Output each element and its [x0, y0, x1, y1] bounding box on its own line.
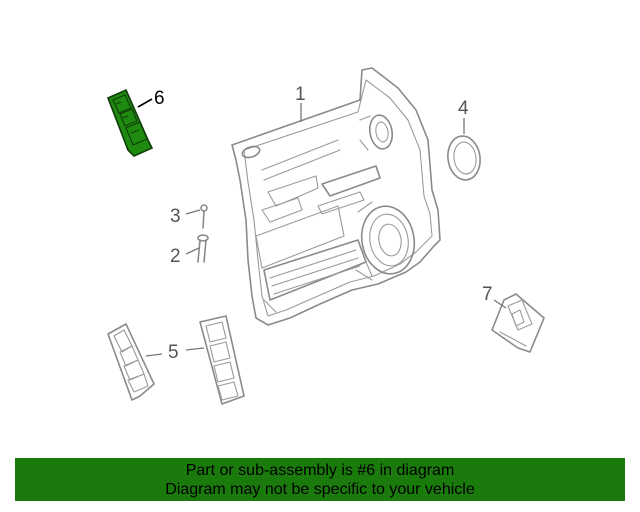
part-1-door-trim-panel [231, 67, 441, 326]
callout-5: 5 [145, 342, 205, 363]
callout-4: 4 [458, 98, 469, 134]
callout-7: 7 [482, 284, 507, 309]
callout-1: 1 [295, 84, 306, 122]
banner-line-part-number: Part or sub-assembly is #6 in diagram [185, 461, 455, 479]
part-6-window-switch[interactable] [106, 88, 154, 157]
callout-label-4: 4 [458, 98, 469, 119]
callout-label-6: 6 [154, 88, 165, 109]
callout-6: 6 [137, 88, 165, 109]
part-7-switch-bezel [491, 293, 545, 353]
part-4-speaker-grille [447, 135, 481, 181]
callout-label-1: 1 [295, 84, 306, 105]
leader-line-2 [185, 247, 200, 255]
callout-label-2: 2 [170, 246, 181, 267]
part-info-banner: Part or sub-assembly is #6 in diagram Di… [15, 458, 625, 501]
callout-label-7: 7 [482, 284, 493, 305]
banner-line-disclaimer: Diagram may not be specific to your vehi… [165, 480, 475, 498]
parts-diagram: 6 [106, 67, 545, 405]
callout-2: 2 [170, 246, 200, 267]
part-5-master-switch-right [199, 315, 245, 405]
part-2-clip [197, 234, 209, 263]
leader-line-7 [493, 299, 507, 309]
part-5-master-switch-left [107, 323, 155, 401]
leader-line-3 [185, 209, 201, 215]
leader-line-5b [185, 347, 205, 351]
part-3-fastener [200, 204, 208, 229]
leader-line-6 [137, 98, 153, 108]
leader-line-5a [145, 353, 163, 357]
callout-3: 3 [170, 206, 201, 227]
callout-label-3: 3 [170, 206, 181, 227]
callout-label-5: 5 [168, 342, 179, 363]
